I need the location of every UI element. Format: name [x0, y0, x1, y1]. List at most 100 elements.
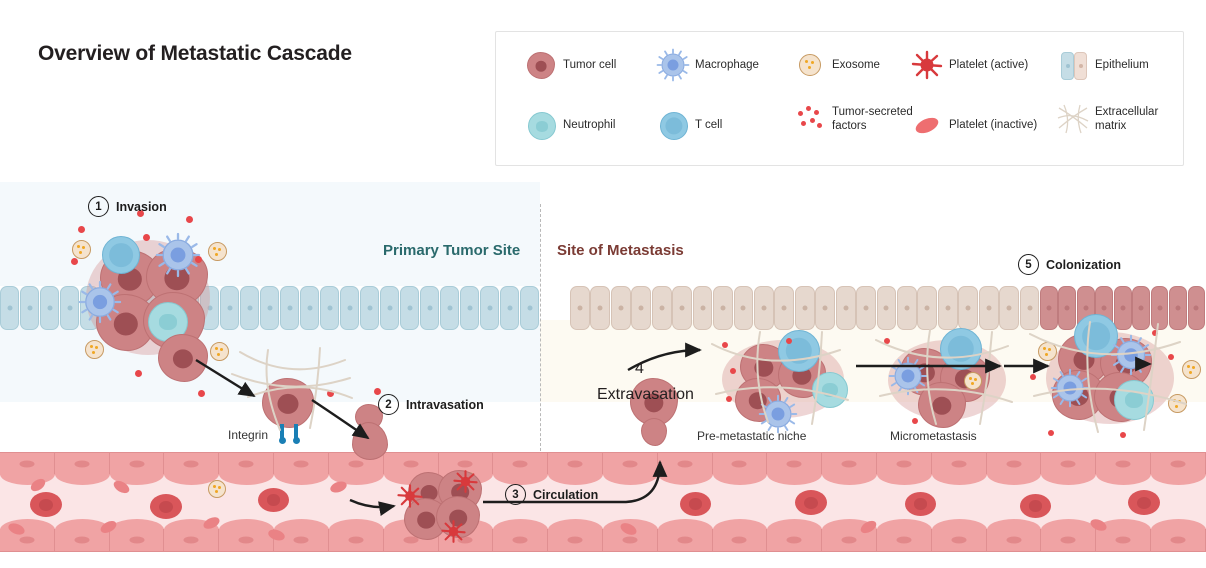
legend-item-exosome: Exosome	[793, 48, 880, 82]
secreted-factor	[912, 418, 918, 424]
arrow-circulation-to-extravasation	[483, 460, 668, 504]
tumor-cell-extravasating-tail	[641, 418, 667, 446]
secreted-factor	[135, 370, 142, 377]
red-blood-cell	[680, 492, 711, 516]
legend-row-1: Tumor cell	[496, 38, 1183, 94]
arrow-to-circulation	[349, 498, 396, 516]
platelet-inactive-icon	[910, 108, 944, 142]
legend-label: Epithelium	[1095, 58, 1149, 71]
legend-label: Extracellular matrix	[1095, 105, 1159, 132]
red-blood-cell	[150, 494, 182, 519]
legend-label: Platelet (inactive)	[949, 118, 1038, 131]
red-blood-cell	[258, 488, 289, 512]
secreted-factor	[726, 396, 732, 402]
macrophage	[78, 280, 122, 324]
step-5-colonization: 5 Colonization	[1018, 254, 1121, 275]
t-cell	[778, 330, 820, 372]
secreted-factor	[71, 258, 78, 265]
secreted-factor	[186, 216, 193, 223]
step-3-circulation: 3 Circulation	[505, 484, 598, 505]
tumor-cell-invading	[158, 334, 208, 382]
platelet-active	[440, 518, 467, 545]
platelet-active-icon	[910, 48, 944, 82]
legend-item-t-cell: T cell	[656, 108, 722, 142]
arrow-invasion-to-ecm	[195, 358, 256, 398]
secreted-factor	[137, 210, 144, 217]
t-cell	[940, 328, 982, 370]
exosome	[210, 342, 229, 361]
step-label: Extravasation	[597, 386, 694, 403]
micrometastasis-label: Micrometastasis	[890, 429, 977, 443]
secreted-factor	[1030, 374, 1036, 380]
step-label: Invasion	[116, 199, 167, 214]
secreted-factor	[786, 338, 792, 344]
step-label: Intravasation	[406, 397, 484, 412]
macrophage	[155, 232, 201, 278]
legend-item-epithelium: Epithelium	[1056, 48, 1149, 82]
exosome	[1182, 360, 1201, 379]
metastasis-site-header: Site of Metastasis	[557, 242, 684, 259]
legend-item-macrophage: Macrophage	[656, 48, 759, 82]
diagram-scene: Primary Tumor Site Site of Metastasis 1 …	[0, 182, 1206, 568]
secreted-factor	[327, 390, 334, 397]
step-number: 5	[1018, 254, 1039, 275]
t-cell	[102, 236, 140, 274]
legend-label: T cell	[695, 118, 723, 131]
neutrophil-icon	[524, 108, 558, 142]
step-label: Circulation	[533, 487, 599, 502]
secreted-factor	[1152, 330, 1158, 336]
vessel-wall-top	[0, 452, 1206, 475]
step-label: Colonization	[1046, 257, 1121, 272]
secreted-factor	[374, 388, 381, 395]
secreted-factor	[1120, 432, 1126, 438]
red-blood-cell	[1020, 494, 1051, 518]
secreted-factor	[1168, 354, 1174, 360]
secreted-factor	[730, 368, 736, 374]
platelet-active	[452, 468, 479, 495]
step-number: 1	[88, 196, 109, 217]
red-blood-cell	[1128, 490, 1160, 515]
exosome	[72, 240, 91, 259]
legend-label: Tumor cell	[563, 58, 617, 71]
primary-site-header: Primary Tumor Site	[383, 242, 521, 259]
epithelium-metastasis	[570, 286, 1040, 330]
legend-panel: Tumor cell	[495, 31, 1184, 166]
ecm-metastasis	[711, 321, 1187, 433]
integrin-label: Integrin	[228, 428, 269, 442]
secreted-factor	[884, 338, 890, 344]
legend-item-neutrophil: Neutrophil	[524, 108, 615, 142]
step-1-invasion: 1 Invasion	[88, 196, 167, 217]
ecm-primary	[231, 347, 353, 431]
site-divider	[540, 204, 541, 456]
exosome-icon	[793, 48, 827, 82]
step-number: 3	[505, 484, 526, 505]
secreted-factor	[1048, 430, 1054, 436]
legend-label: Platelet (active)	[949, 58, 1029, 71]
legend-item-tumor-cell: Tumor cell	[524, 48, 616, 82]
page-title: Overview of Metastatic Cascade	[38, 42, 352, 65]
legend-label: Exosome	[832, 58, 880, 71]
exosome	[964, 372, 982, 390]
exosome	[208, 242, 227, 261]
legend-item-platelet-inactive: Platelet (inactive)	[910, 108, 1037, 142]
exosome	[85, 340, 104, 359]
pre-metastatic-niche-label: Pre-metastatic niche	[697, 429, 807, 443]
arrow-to-niche	[627, 342, 702, 372]
legend-row-2: Neutrophil T cell Tumor-secreted factors	[496, 98, 1183, 154]
red-blood-cell	[905, 492, 936, 516]
tumor-cell-icon	[524, 48, 558, 82]
secreted-factor	[195, 256, 202, 263]
secreted-factor	[78, 226, 85, 233]
integrin-receptor	[278, 424, 286, 444]
secreted-factor	[722, 342, 728, 348]
platelet-active	[396, 482, 424, 510]
legend-item-tumor-secreted-factors: Tumor-secreted factors	[793, 102, 913, 136]
metastasis-background-top	[540, 182, 1206, 286]
step-number: 2	[378, 394, 399, 415]
step-number: 4	[635, 360, 644, 377]
red-blood-cell	[795, 490, 827, 515]
integrin-receptor	[292, 424, 300, 444]
legend-item-extracellular-matrix: Extracellular matrix	[1056, 102, 1158, 136]
legend-label: Neutrophil	[563, 118, 616, 131]
epithelium-icon	[1056, 48, 1090, 82]
